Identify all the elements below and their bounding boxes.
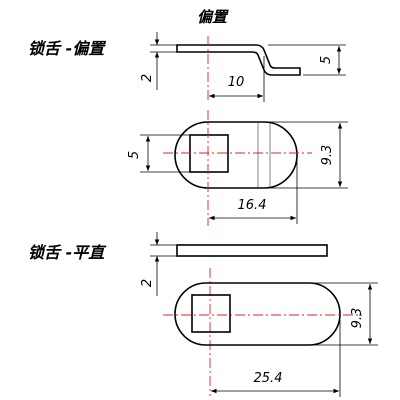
offset-plan-outline (174, 121, 298, 189)
offset-height-value: 5 (319, 56, 334, 64)
straight-width-value: 9.3 (350, 308, 365, 329)
drawing-title: 偏置 (197, 8, 229, 26)
offset-length-value: 16.4 (238, 198, 267, 213)
straight-plan-outline (174, 282, 341, 346)
straight-profile-plate (176, 244, 328, 257)
straight-thickness-value: 2 (140, 279, 155, 287)
offset-hole-value: 5 (127, 151, 142, 159)
straight-length-value: 25.4 (254, 371, 283, 386)
straight-plan-square-hole (191, 294, 231, 333)
offset-profile-thickness-value: 2 (140, 74, 155, 82)
offset-profile-plate (176, 44, 301, 76)
offset-plan-square-hole (189, 134, 229, 173)
offset-tongue-label: 锁舌 -偏置 (28, 39, 106, 58)
offset-profile-length-value: 10 (228, 75, 245, 90)
offset-width-value: 9.3 (320, 145, 335, 166)
straight-tongue-label: 锁舌 -平直 (28, 243, 107, 262)
